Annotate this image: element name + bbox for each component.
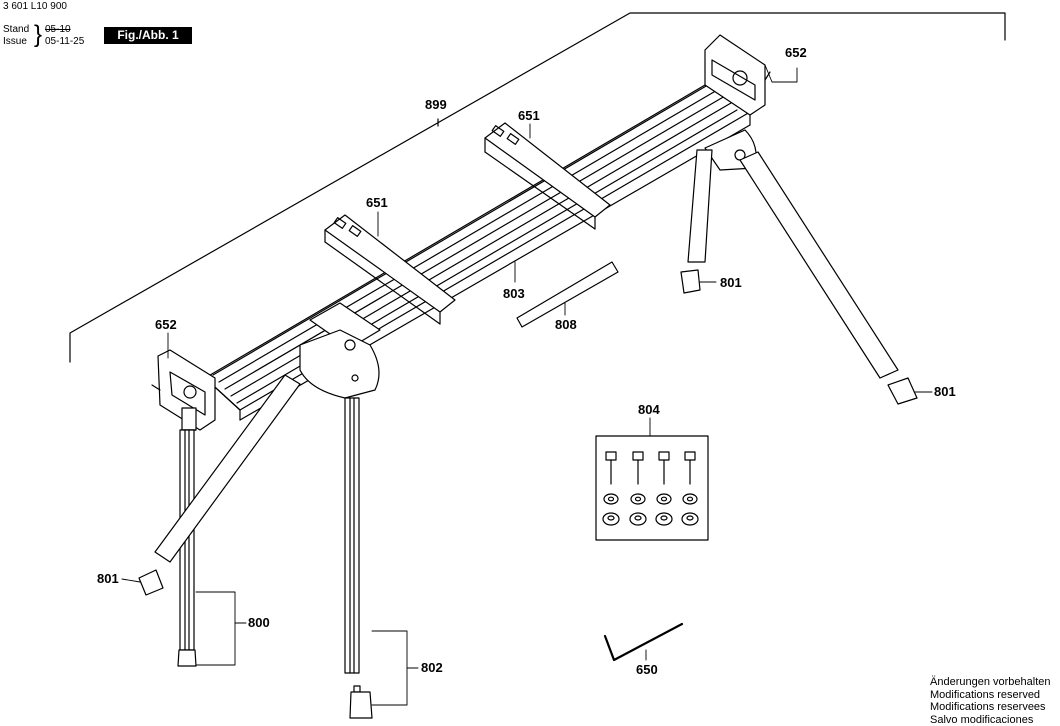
main-rail <box>205 82 750 420</box>
callout-808: 808 <box>555 318 577 332</box>
footer-notice: Änderungen vorbehalten Modifications res… <box>930 676 1050 726</box>
foot-801-right-lower <box>888 378 917 404</box>
hardware-kit-804 <box>596 436 708 540</box>
end-cap-left-652 <box>152 350 215 430</box>
footer-line-de: Änderungen vorbehalten <box>930 676 1050 689</box>
callout-801-lower-right: 801 <box>934 385 956 399</box>
callout-652-right: 652 <box>785 46 807 60</box>
callout-652-left: 652 <box>155 318 177 332</box>
callout-801-left: 801 <box>97 572 119 586</box>
callout-650: 650 <box>636 663 658 677</box>
footer-line-en: Modifications reserved <box>930 689 1050 702</box>
foot-801-left <box>139 570 163 595</box>
footer-line-fr: Modifications reservees <box>930 701 1050 714</box>
callout-800: 800 <box>248 616 270 630</box>
callout-804: 804 <box>638 403 660 417</box>
callout-801-upper-right: 801 <box>720 276 742 290</box>
callout-802: 802 <box>421 661 443 675</box>
center-bracket <box>300 330 379 398</box>
callout-899: 899 <box>425 98 447 112</box>
footer-line-es: Salvo modificaciones <box>930 714 1050 726</box>
callout-651-left: 651 <box>366 196 388 210</box>
callout-651-right: 651 <box>518 109 540 123</box>
leg-802 <box>345 398 372 718</box>
hex-key-650 <box>605 624 682 660</box>
leg-right-short <box>688 150 712 262</box>
foot-801-right-upper <box>681 270 700 293</box>
leg-right-long <box>740 152 898 378</box>
callout-803: 803 <box>503 287 525 301</box>
